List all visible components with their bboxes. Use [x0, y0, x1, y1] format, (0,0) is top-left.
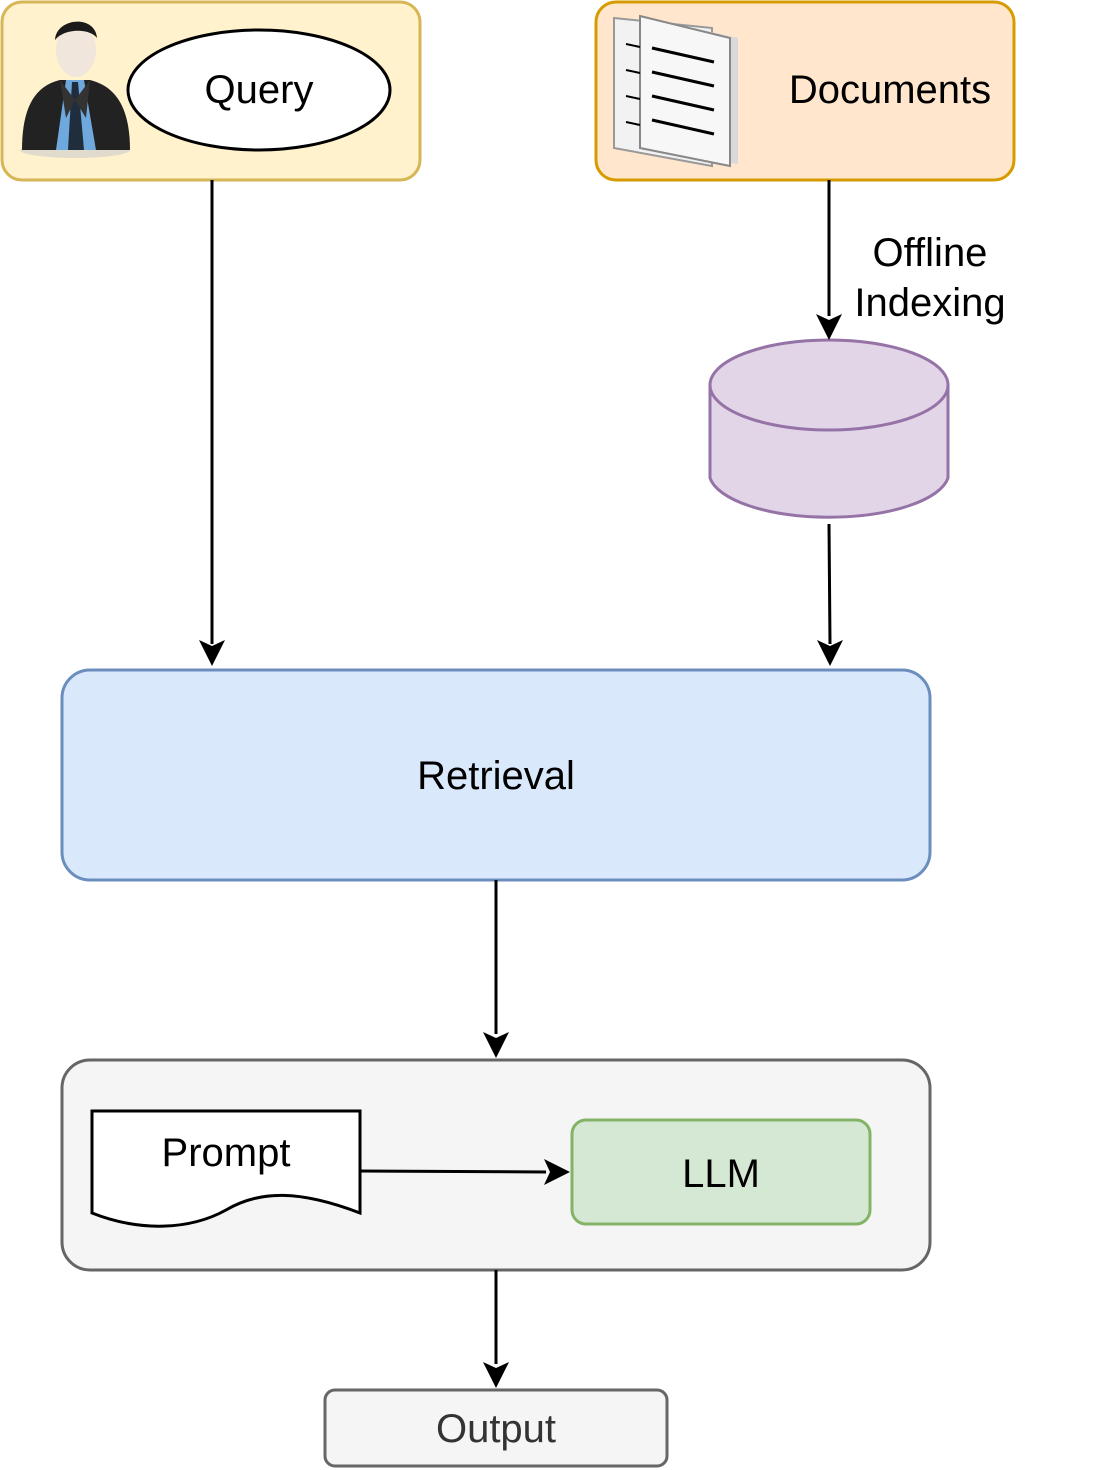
retrieval-label: Retrieval — [417, 754, 575, 798]
arrowhead-database — [816, 314, 842, 340]
output-box — [323, 1388, 669, 1468]
arrow-prompt-to-llm — [359, 1169, 547, 1174]
arrowhead-query — [199, 640, 225, 666]
query-ellipse — [126, 28, 392, 152]
query-label: Query — [204, 68, 314, 112]
arrowhead-retrieval-right — [817, 640, 843, 666]
arrowhead-output — [483, 1362, 509, 1388]
output-label: Output — [435, 1407, 557, 1451]
database-icon — [708, 338, 950, 519]
user-icon — [20, 21, 130, 158]
documents-icon — [613, 14, 738, 168]
documents-label: Documents — [788, 68, 992, 112]
prompt-label: Prompt — [161, 1131, 291, 1175]
arrow-database-to-retrieval — [827, 523, 832, 645]
arrowhead-generation — [483, 1032, 509, 1058]
arrowheads — [199, 314, 843, 1388]
offline-indexing-label: Offline Indexing — [854, 231, 1006, 325]
arrows — [210, 180, 832, 1364]
llm-box — [570, 1118, 872, 1226]
llm-label: LLM — [682, 1152, 760, 1196]
document-shape-icon — [90, 1109, 362, 1228]
arrowhead-llm — [544, 1159, 570, 1185]
